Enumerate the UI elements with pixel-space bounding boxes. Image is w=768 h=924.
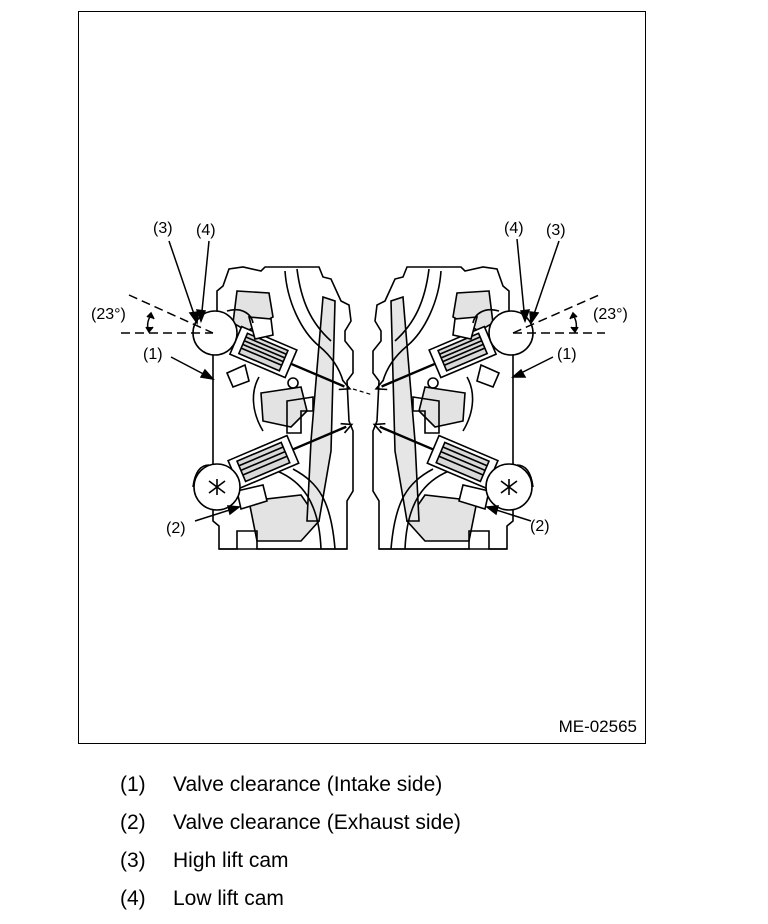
engine-cross-section-diagram: (3) (4) (23°) (1) (2) (4) (3) (23°) (1) … <box>91 220 628 551</box>
left-label-intake: (1) <box>143 346 163 363</box>
left-cylinder-head <box>191 265 359 551</box>
top-cutoff-marks <box>0 0 768 4</box>
figure-id: ME-02565 <box>558 717 637 736</box>
legend-item-1: (1) Valve clearance (Intake side) <box>120 766 461 804</box>
right-label-angle: (23°) <box>593 306 628 323</box>
legend-text: Valve clearance (Intake side) <box>173 773 443 796</box>
left-label-exhaust: (2) <box>166 520 186 537</box>
legend-text: Low lift cam <box>173 887 284 910</box>
left-label-angle: (23°) <box>91 306 126 323</box>
legend-number: (3) <box>120 849 146 872</box>
figure-frame: (3) (4) (23°) (1) (2) (4) (3) (23°) (1) … <box>78 11 646 744</box>
right-label-high-cam: (3) <box>546 222 566 239</box>
legend-number: (4) <box>120 887 146 910</box>
left-label-low-cam: (4) <box>196 222 216 239</box>
legend-text: High lift cam <box>173 849 289 872</box>
legend-item-4: (4) Low lift cam <box>120 880 461 918</box>
right-label-low-cam: (4) <box>504 220 524 237</box>
left-label-high-cam: (3) <box>153 220 173 237</box>
right-angle-indicator <box>512 294 605 334</box>
right-label-intake: (1) <box>557 346 577 363</box>
right-label-exhaust: (2) <box>530 518 550 535</box>
right-cylinder-head <box>367 265 535 551</box>
legend: (1) Valve clearance (Intake side) (2) Va… <box>120 766 461 918</box>
legend-number: (2) <box>120 811 146 834</box>
legend-text: Valve clearance (Exhaust side) <box>173 811 461 834</box>
legend-number: (1) <box>120 773 146 796</box>
legend-item-2: (2) Valve clearance (Exhaust side) <box>120 804 461 842</box>
legend-item-3: (3) High lift cam <box>120 842 461 880</box>
left-angle-indicator <box>121 294 214 334</box>
